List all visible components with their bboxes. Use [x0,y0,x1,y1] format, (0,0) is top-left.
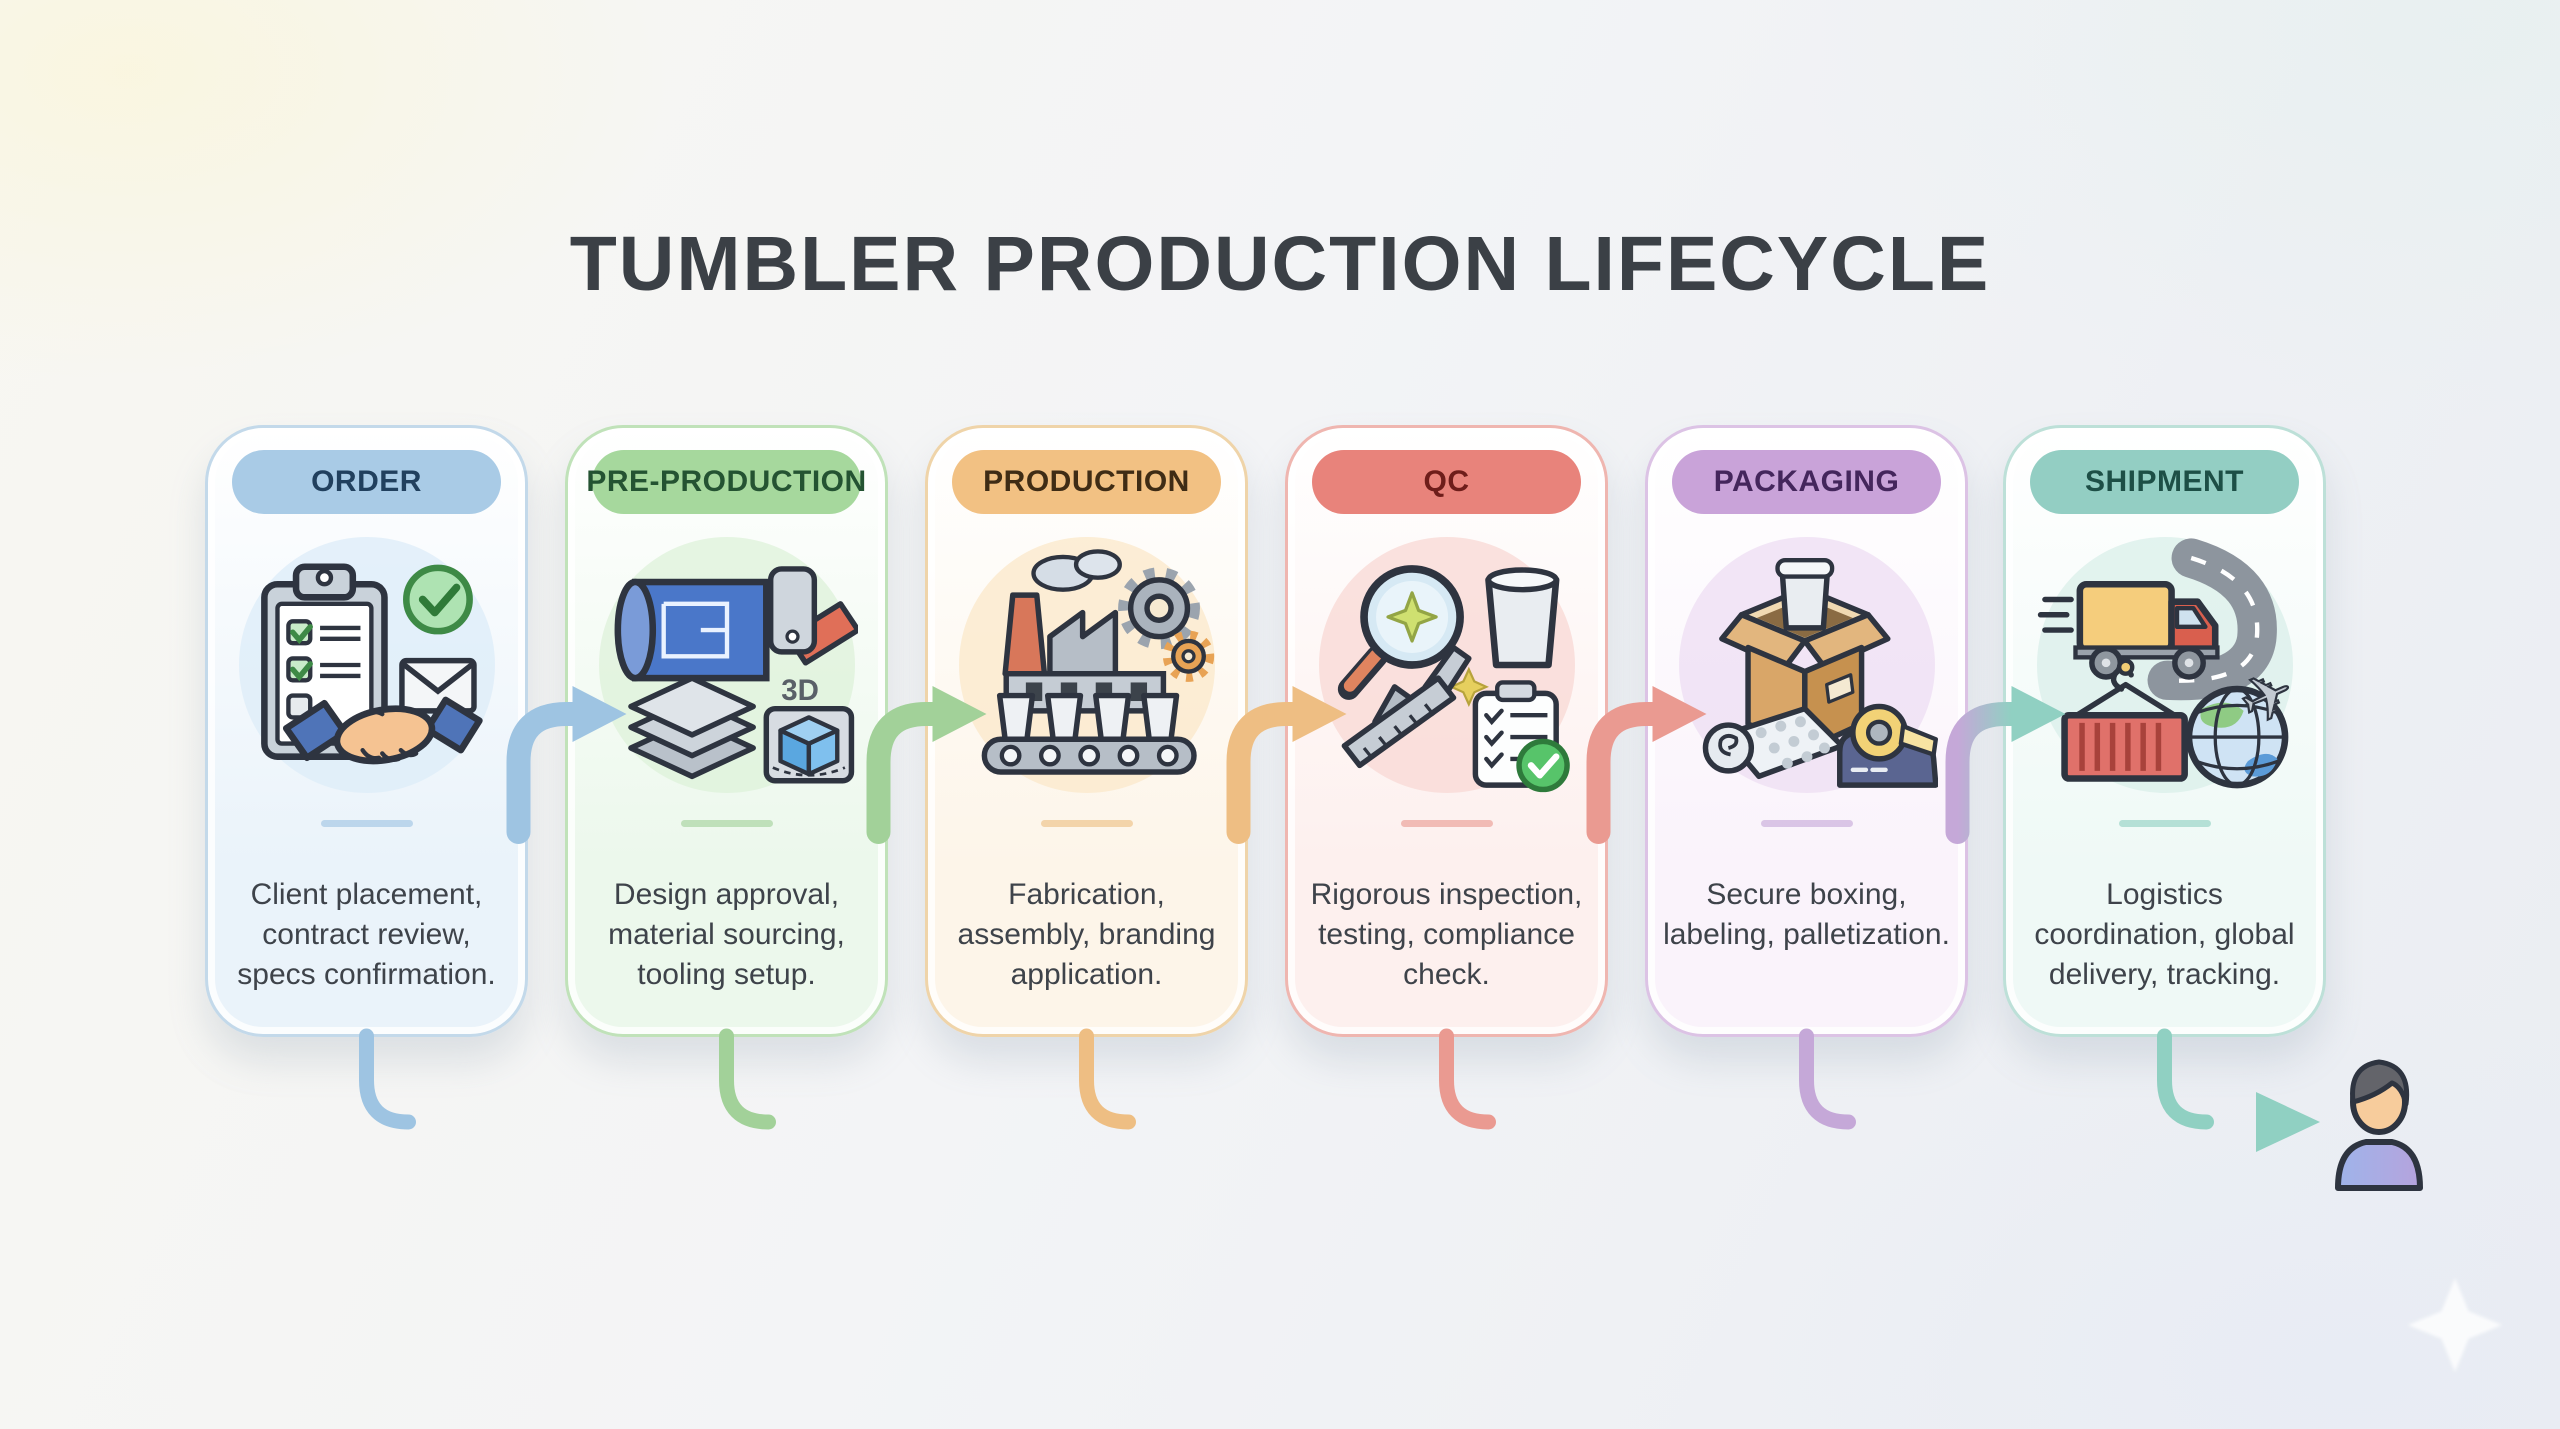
stage-icon-zone [1288,514,1605,816]
sparkle-icon [2408,1278,2502,1372]
pre-production-icon-cluster: 3D [614,566,858,784]
caliper-icon [1341,644,1472,769]
stage-card-shipment: SHIPMENT [2003,425,2326,1037]
checklist-approved-icon [1472,680,1570,793]
packaging-icon-cluster [1702,558,1938,788]
card-divider [1040,820,1133,827]
card-divider [1400,820,1493,827]
stage-card-qc: QC [1285,425,1608,1037]
stage-description: Design approval, material sourcing, tool… [608,878,845,991]
sparkle-small-icon [1448,666,1489,707]
stage-icon-zone: 3D [568,514,885,816]
handshake-icon [282,696,483,765]
stage-description: Client placement, contract review, specs… [237,878,496,991]
shipment-icon-cluster: ✈ [2037,538,2296,789]
stage-pill-packaging: PACKAGING [1672,450,1941,514]
stage-icon-zone [208,514,525,816]
tumbler-icon [1484,567,1559,669]
stage-card-packaging: PACKAGING [1645,425,1968,1037]
progress-flow-line [359,1028,2268,1130]
stage-icon-zone: ✈ [2006,514,2323,816]
envelope-icon [398,657,477,714]
flow-arrowhead-icon [2256,1092,2320,1152]
stage-card-order: ORDER [205,425,528,1037]
stage-icon-zone [1648,514,1965,816]
shipping-container-icon [2060,658,2188,782]
stage-pill-shipment: SHIPMENT [2030,450,2299,514]
clipboard-checklist-icon [260,563,388,760]
stage-pill-qc: QC [1312,450,1581,514]
3d-label: 3D [781,674,819,707]
stage-card-production: PRODUCTION [925,425,1248,1037]
sheet-stack-icon [627,675,756,780]
card-divider [680,820,773,827]
stage-pill-production: PRODUCTION [952,450,1221,514]
material-swatches-icon [767,566,858,666]
delivery-truck-icon [2037,580,2220,680]
stage-description: Secure boxing, labeling, palletization. [1663,878,1950,951]
gears-icon [1117,567,1214,682]
order-icon-cluster [260,563,483,765]
conveyor-tumblers-icon [981,692,1197,775]
stage-description: Logistics coordination, global delivery,… [2034,878,2295,991]
qc-icon-cluster [1337,565,1570,793]
page-title: TUMBLER PRODUCTION LIFECYCLE [569,220,1991,307]
production-icon-cluster [981,549,1214,775]
stage-pill-order: ORDER [232,450,501,514]
magnifier-icon [1337,565,1464,700]
stage-description: Rigorous inspection, testing, compliance… [1310,878,1583,991]
customer-person-icon [2335,1059,2423,1191]
stage-card-pre-production: PRE-PRODUCTION 3D [565,425,888,1037]
3d-model-icon [763,705,854,784]
card-divider [320,820,413,827]
road-icon [2147,538,2277,701]
blueprint-icon [614,578,770,682]
check-circle-icon [402,564,473,635]
card-divider [1760,820,1853,827]
tape-dispenser-icon [1836,703,1938,788]
card-divider [2118,820,2211,827]
stage-pill-pre-production: PRE-PRODUCTION [586,450,866,514]
stage-icon-zone [928,514,1245,816]
stage-description: Fabrication, assembly, branding applicat… [957,878,1216,991]
bubble-wrap-icon [1702,705,1845,780]
